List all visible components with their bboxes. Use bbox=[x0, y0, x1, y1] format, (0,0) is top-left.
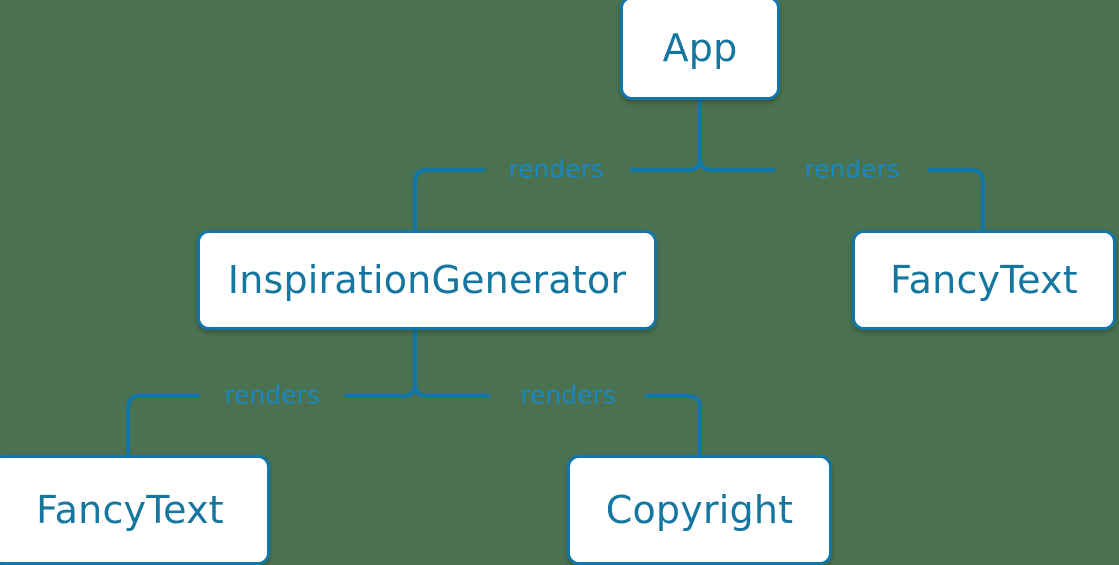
node-copyright-label: Copyright bbox=[605, 488, 794, 532]
node-fancytext-right[interactable]: FancyText bbox=[852, 230, 1116, 330]
node-inspirationgenerator[interactable]: InspirationGenerator bbox=[197, 230, 657, 330]
node-fancytext-left-label: FancyText bbox=[36, 488, 224, 532]
edge-label-inspirationgenerator-fancytext-left: renders bbox=[224, 380, 320, 410]
node-app[interactable]: App bbox=[620, 0, 780, 100]
node-app-label: App bbox=[662, 26, 738, 70]
edge-inspirationgenerator-to-copyright bbox=[413, 383, 702, 455]
node-copyright[interactable]: Copyright bbox=[567, 455, 832, 565]
node-inspirationgenerator-label: InspirationGenerator bbox=[227, 258, 627, 302]
node-fancytext-left[interactable]: FancyText bbox=[0, 455, 270, 565]
edge-label-inspirationgenerator-copyright: renders bbox=[520, 380, 616, 410]
edge-label-app-inspirationgenerator: renders bbox=[508, 154, 604, 184]
edge-app-to-fancytext-right bbox=[698, 157, 985, 230]
node-fancytext-right-label: FancyText bbox=[890, 258, 1078, 302]
edge-label-app-fancytext-right: renders bbox=[804, 154, 900, 184]
